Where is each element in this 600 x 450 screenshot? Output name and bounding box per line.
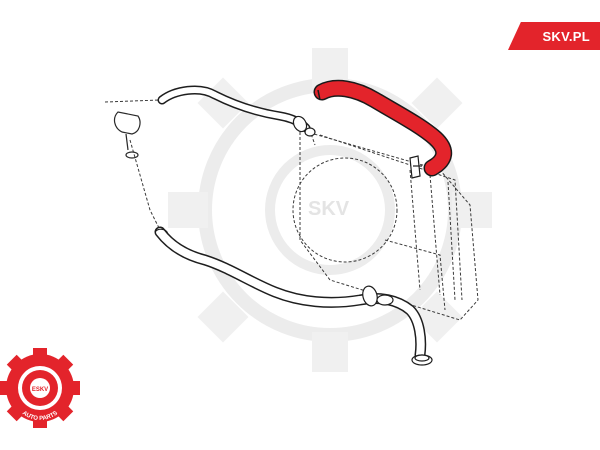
hose-end-cap — [154, 228, 169, 235]
brand-label: SKV.PL — [542, 28, 590, 44]
tank-connector — [113, 111, 141, 159]
hose-clamp-2 — [409, 155, 422, 179]
watermark-label: SKV — [308, 198, 350, 220]
hose-clamp-1 — [292, 115, 316, 137]
coolant-hose-lower — [154, 226, 427, 361]
radiator-upper-hose-highlight — [313, 79, 453, 177]
svg-text:AUTO PARTS: AUTO PARTS — [21, 410, 59, 422]
logo-text-bottom: AUTO PARTS — [21, 410, 59, 422]
auto-parts-logo-icon: AUTO PARTS ESKV — [0, 348, 80, 428]
radiator-assembly — [292, 129, 479, 321]
hose-clamp-3 — [362, 285, 394, 307]
logo-text-center: ESKV — [32, 387, 48, 393]
brand-tag: SKV.PL — [508, 22, 600, 50]
hose-clamp-4 — [411, 354, 433, 366]
